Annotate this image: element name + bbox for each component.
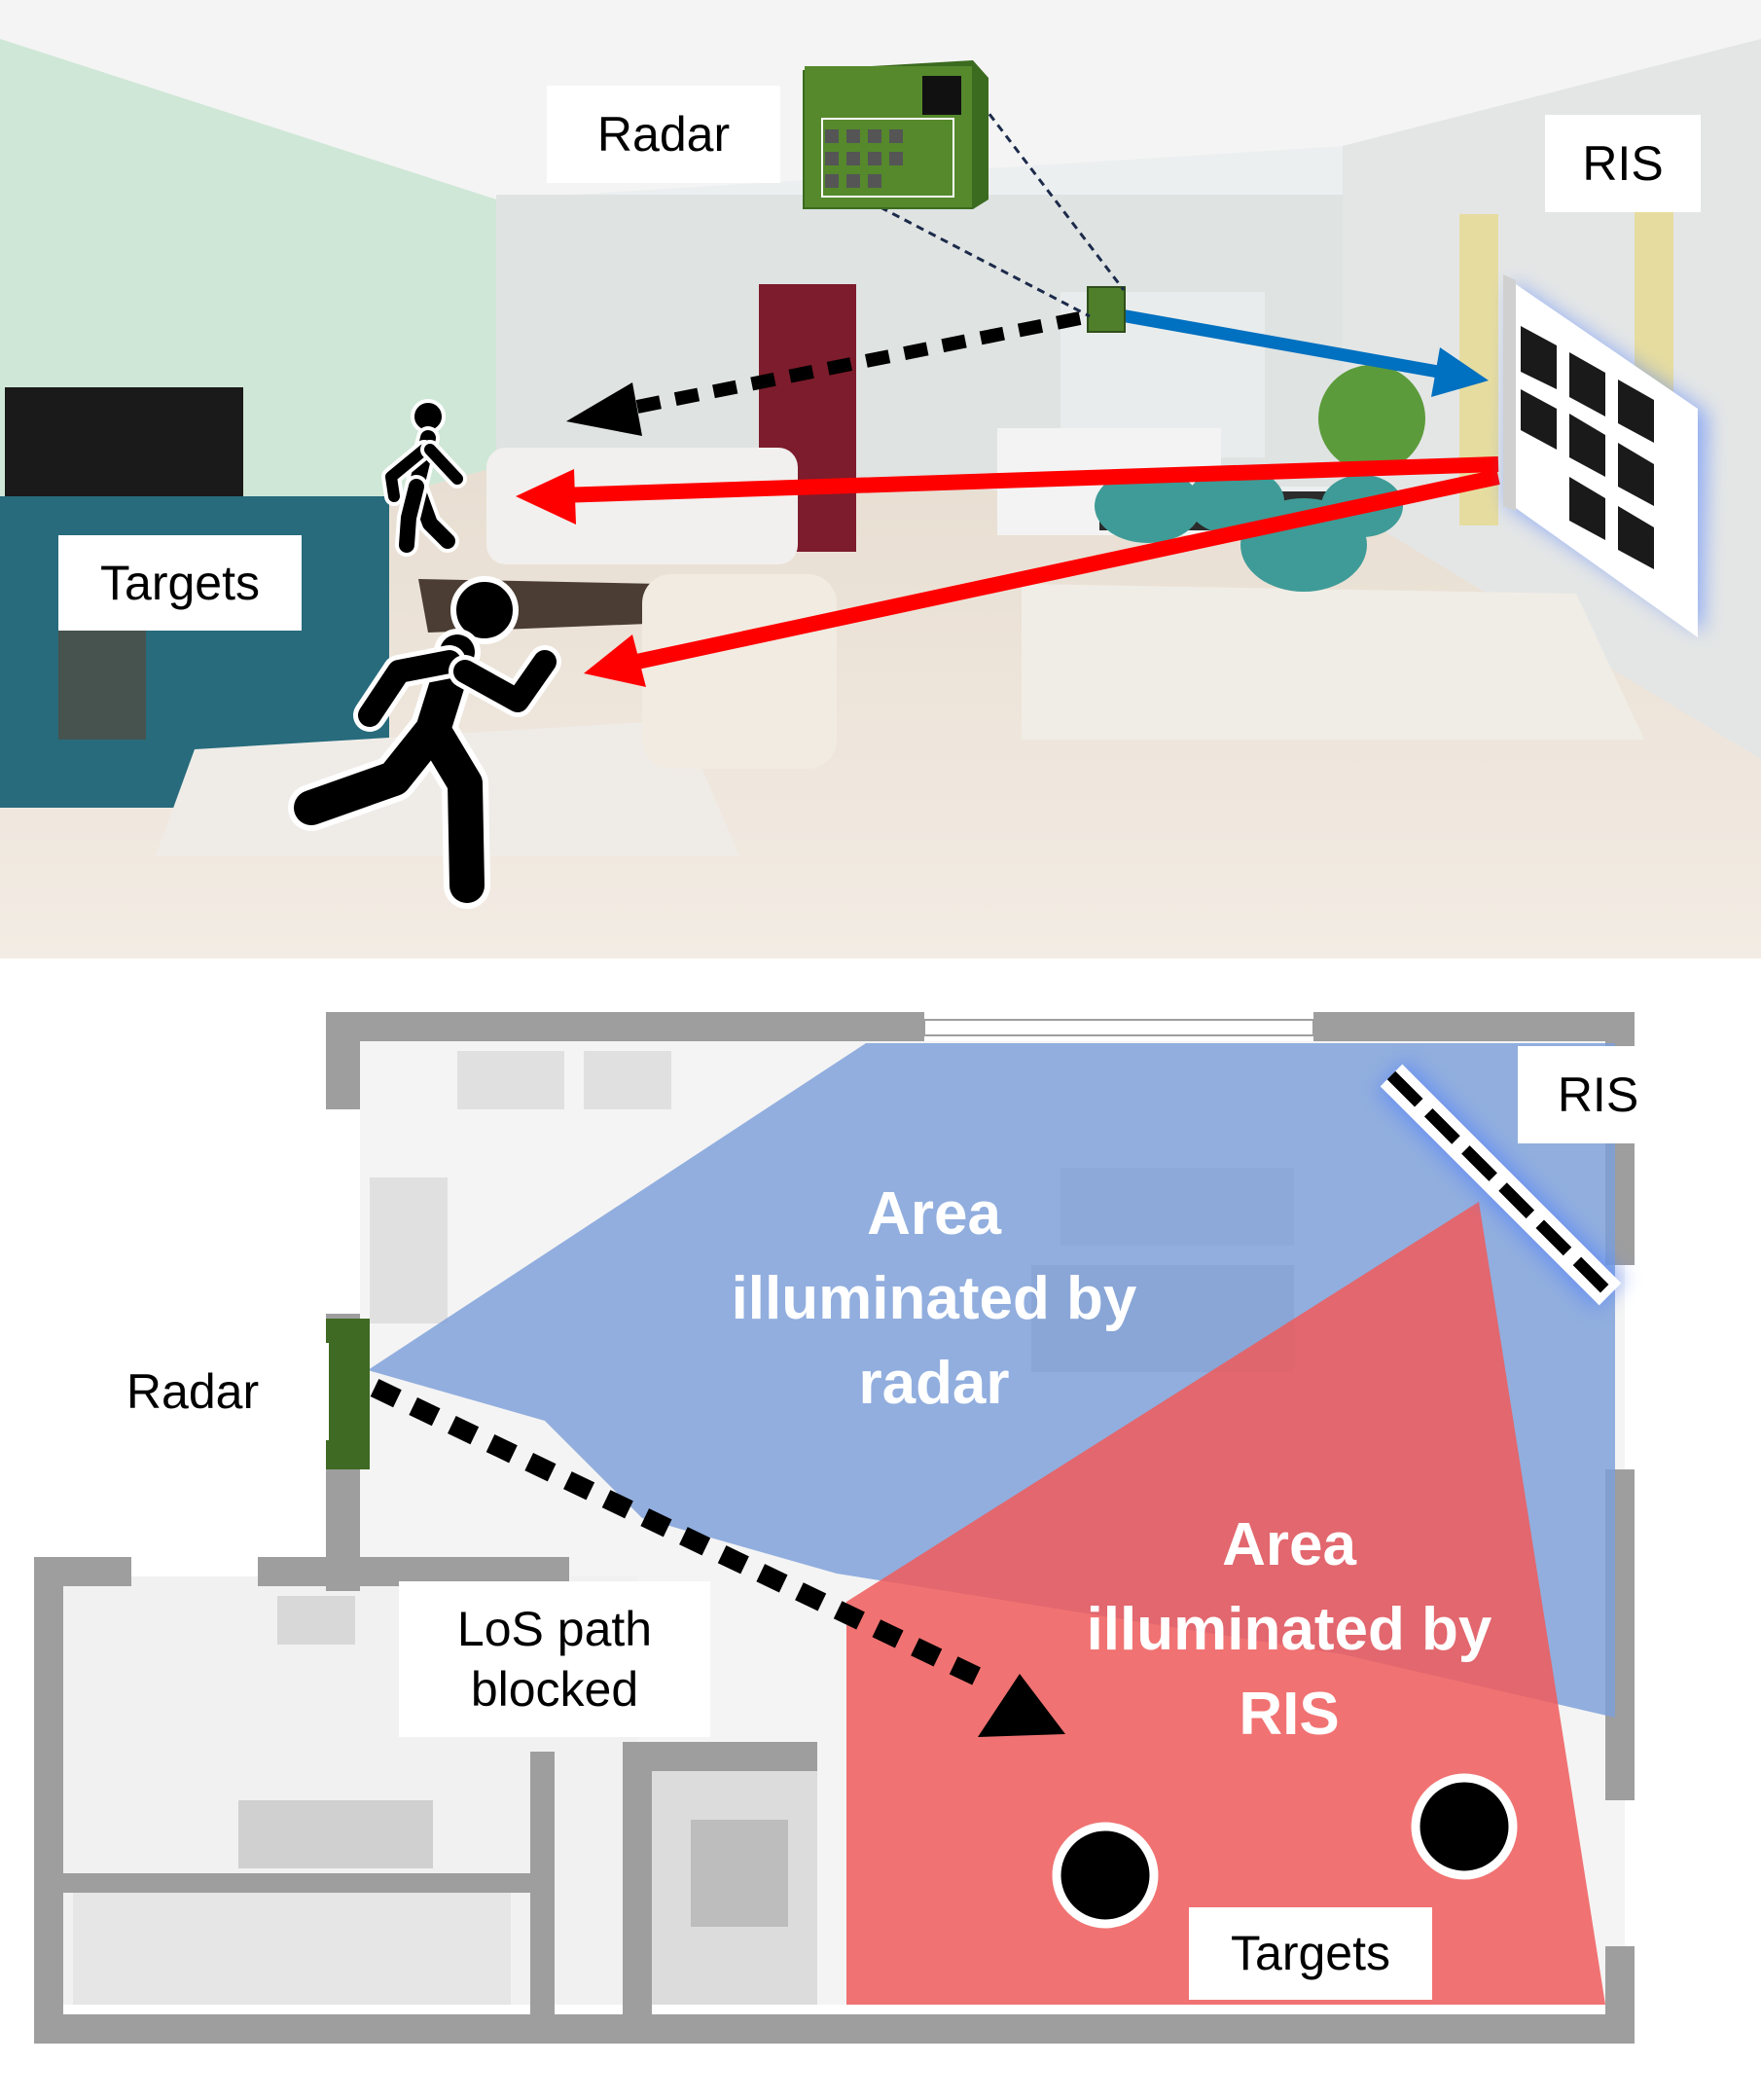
targets-label-top: Targets [58,535,302,631]
target-dot-icon [1411,1773,1518,1880]
ris-to-target-beam-upper [516,456,1499,525]
target-dot-icon [1052,1822,1159,1929]
radar-label-floorplan: Radar [56,1343,329,1440]
radar-to-ris-beam [1119,308,1489,397]
los-path-top [566,311,1082,436]
walking-person-icon [381,399,467,557]
area-illuminated-by-radar-label: Area illuminated by radar [731,1180,1137,1417]
radar-device-small-icon [1087,286,1126,333]
radar-device-floorplan-icon [326,1319,370,1469]
targets-label-floorplan: Targets [1189,1907,1432,2000]
sofa [486,448,798,564]
ris-label-top: RIS [1545,115,1701,212]
los-path-blocked-arrow [370,1378,1065,1737]
running-person-icon [288,576,561,909]
ris-label-floorplan: RIS [1518,1046,1678,1143]
los-path-label: LoS path blocked [399,1581,710,1737]
ris-to-target-beam-lower [584,469,1500,687]
radar-device-icon [803,60,988,209]
radar-label-top: Radar [547,86,780,183]
radar-callout-lines [855,91,1126,318]
ris-illuminated-area [846,1202,1605,2005]
ris-panel-icon [1503,274,1707,637]
area-illuminated-by-ris-label: Area illuminated by RIS [1086,1511,1492,1748]
ris-bar-icon [1376,1060,1626,1310]
